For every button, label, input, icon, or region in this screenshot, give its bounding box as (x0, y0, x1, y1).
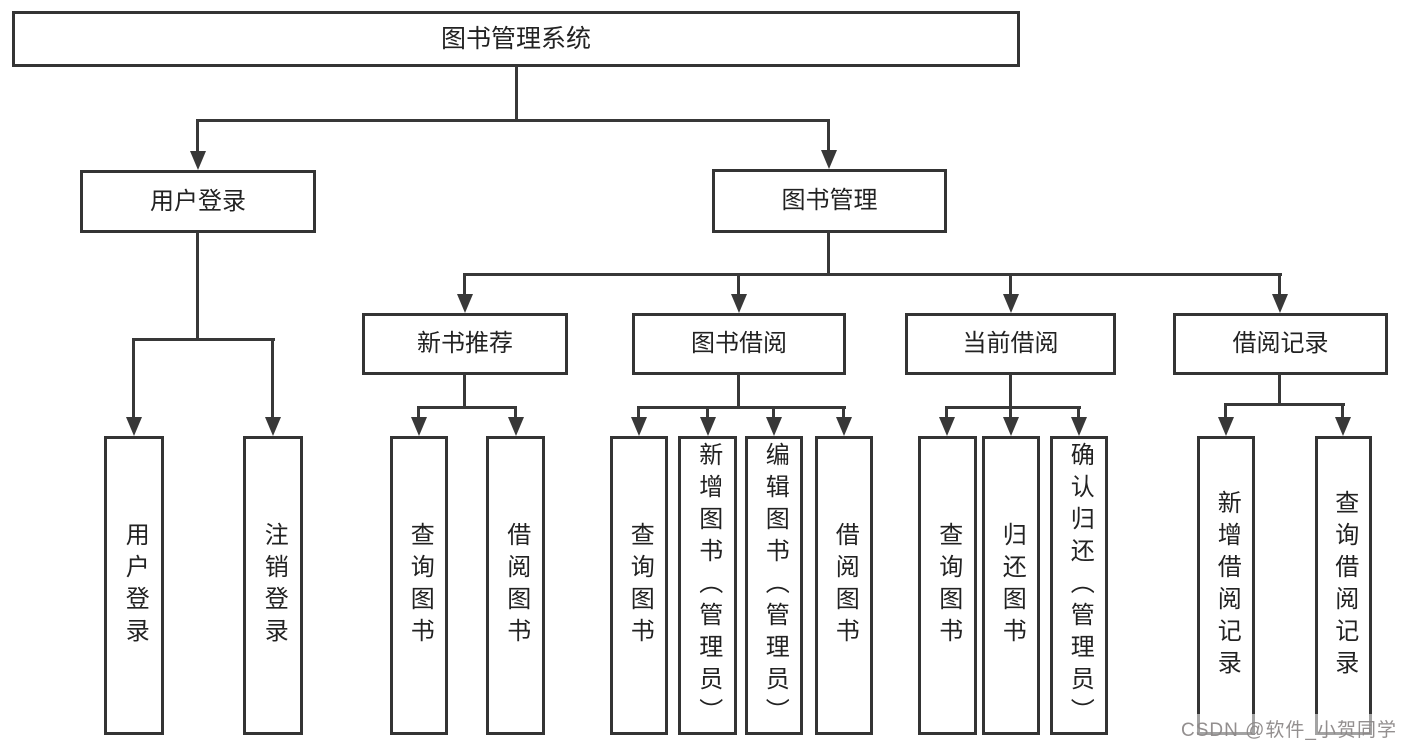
node-label: 图书管理 (781, 187, 878, 214)
arrow-down-icon (126, 417, 142, 436)
arrow-down-icon (631, 417, 647, 436)
connector-line (706, 406, 709, 420)
node-label: 编辑图书（管理员） (761, 441, 789, 730)
leaf-return-books: 归还图书 (982, 436, 1040, 735)
connector-line (1077, 406, 1080, 420)
connector-line (1341, 403, 1344, 420)
connector-line (1009, 273, 1012, 297)
connector-line (827, 119, 830, 153)
connector-line (737, 374, 740, 409)
node-label: 借阅图书 (502, 521, 530, 650)
connector-line (1224, 403, 1345, 406)
connector-line (827, 231, 830, 276)
node-borrowing-records: 借阅记录 (1173, 313, 1388, 375)
connector-line (737, 273, 740, 297)
arrow-down-icon (190, 151, 206, 170)
connector-line (515, 66, 518, 122)
arrow-down-icon (411, 417, 427, 436)
arrow-down-icon (836, 417, 852, 436)
connector-line (1009, 406, 1012, 420)
node-book-borrowing: 图书借阅 (632, 313, 846, 375)
connector-line (842, 406, 845, 420)
connector-line (1224, 403, 1227, 420)
connector-line (463, 273, 1282, 276)
connector-line (1009, 374, 1012, 409)
node-label: 查询借阅记录 (1330, 489, 1358, 682)
arrow-down-icon (766, 417, 782, 436)
leaf-query-books-recommend: 查询图书 (390, 436, 448, 735)
csdn-watermark: CSDN @软件_小贺同学 (1178, 714, 1400, 743)
connector-line (1278, 374, 1281, 406)
arrow-down-icon (1272, 294, 1288, 313)
node-label: 借阅图书 (831, 521, 859, 650)
node-label: 新书推荐 (417, 330, 513, 357)
connector-line (196, 119, 830, 122)
leaf-logout: 注销登录 (243, 436, 303, 735)
arrow-down-icon (508, 417, 524, 436)
arrow-down-icon (1003, 417, 1019, 436)
connector-line (196, 119, 199, 153)
node-label: 当前借阅 (962, 330, 1059, 357)
node-label: 图书借阅 (691, 330, 787, 357)
leaf-borrow-books-recommend: 借阅图书 (486, 436, 545, 735)
node-book-management: 图书管理 (712, 169, 947, 233)
node-new-book-recommend: 新书推荐 (362, 313, 568, 375)
arrow-down-icon (265, 417, 281, 436)
leaf-query-borrow-record: 查询借阅记录 (1315, 436, 1372, 735)
node-label: 注销登录 (260, 521, 288, 650)
arrow-down-icon (939, 417, 955, 436)
arrow-down-icon (731, 294, 747, 313)
connector-line (463, 273, 466, 297)
arrow-down-icon (1003, 294, 1019, 313)
leaf-add-borrow-record: 新增借阅记录 (1197, 436, 1255, 735)
leaf-borrow-books: 借阅图书 (815, 436, 873, 735)
leaf-edit-books-admin: 编辑图书（管理员） (745, 436, 803, 735)
connector-line (463, 374, 466, 409)
node-label: 用户登录 (150, 187, 246, 215)
node-label: 图书管理系统 (440, 24, 591, 53)
node-label: 借阅记录 (1232, 330, 1329, 357)
node-label: 用户登录 (121, 521, 149, 650)
connector-line (514, 406, 517, 420)
connector-line (945, 406, 1081, 409)
node-user-login: 用户登录 (80, 170, 316, 233)
arrow-down-icon (457, 294, 473, 313)
connector-line (637, 406, 846, 409)
node-library-management-system: 图书管理系统 (12, 11, 1020, 67)
connector-line (271, 338, 274, 421)
leaf-add-books-admin: 新增图书（管理员） (678, 436, 737, 735)
connector-line (772, 406, 775, 420)
node-label: 确认归还（管理员） (1066, 441, 1094, 730)
connector-line (417, 406, 420, 420)
node-label: 查询图书 (406, 521, 434, 650)
arrow-down-icon (700, 417, 716, 436)
connector-line (417, 406, 517, 409)
arrow-down-icon (1335, 417, 1351, 436)
node-label: 新增图书（管理员） (694, 441, 722, 730)
node-label: 查询图书 (626, 521, 654, 650)
leaf-query-books-borrowing: 查询图书 (610, 436, 668, 735)
node-label: 查询图书 (934, 521, 962, 650)
leaf-user-login: 用户登录 (104, 436, 164, 735)
node-label: 归还图书 (998, 521, 1026, 650)
arrow-down-icon (1071, 417, 1087, 436)
node-label: 新增借阅记录 (1213, 489, 1241, 682)
arrow-down-icon (1218, 417, 1234, 436)
connector-line (945, 406, 948, 420)
node-current-borrowing: 当前借阅 (905, 313, 1116, 375)
connector-line (196, 232, 199, 341)
connector-line (132, 338, 275, 341)
leaf-confirm-return-admin: 确认归还（管理员） (1050, 436, 1108, 735)
leaf-query-books-current: 查询图书 (918, 436, 977, 735)
arrow-down-icon (821, 150, 837, 169)
connector-line (132, 338, 135, 421)
connector-line (637, 406, 640, 420)
connector-line (1278, 273, 1281, 297)
